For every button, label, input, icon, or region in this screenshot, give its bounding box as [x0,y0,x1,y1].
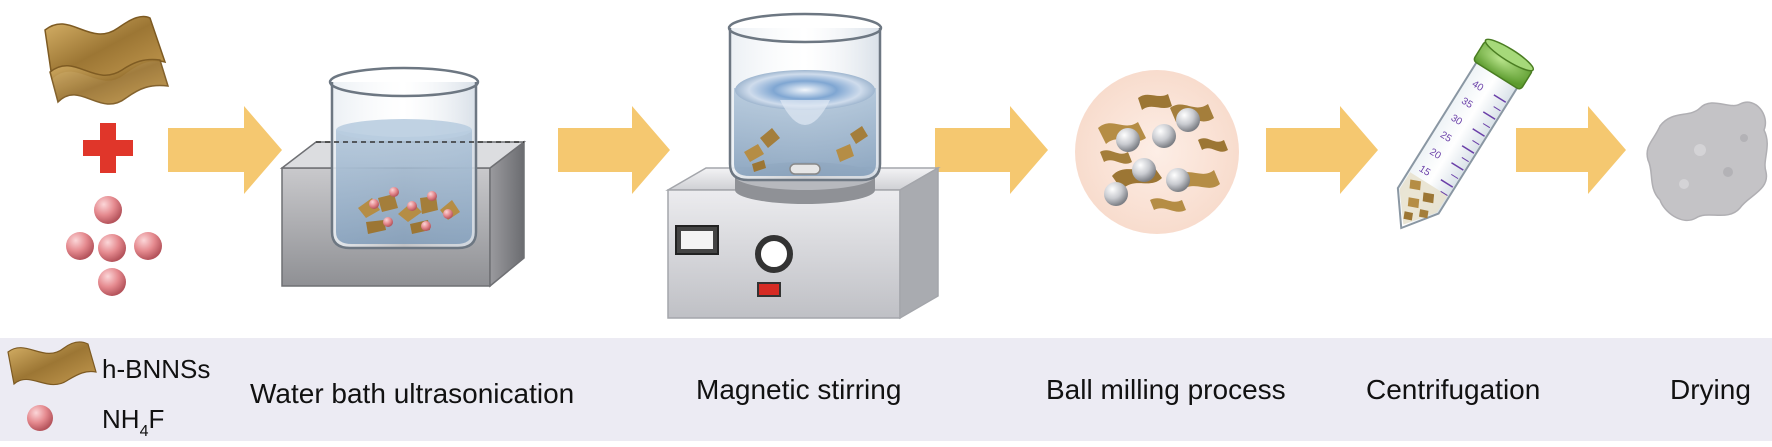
arrow-right-icon [935,106,1048,194]
tube-minor-tick [1440,190,1448,197]
dried-powder-icon [1646,101,1768,221]
legend-bnns-icon [7,341,97,386]
nh4f-main: NH [102,404,140,434]
legend-band [0,338,1772,441]
tube-minor-tick [1472,140,1480,146]
legend-nh4f-icon [27,405,53,431]
tube-tick [1493,94,1507,103]
legend-label-nh4f: NH4F [102,404,165,440]
arrow-right-icon [168,106,282,194]
nh4f-tail: F [148,404,165,434]
legend-label-bnns: h-BNNSs [102,354,211,384]
tube-tick [1461,145,1475,154]
ultrasonic-bath-icon [279,66,527,288]
arrow-right-icon [1516,106,1626,194]
tube-tick [1440,179,1454,188]
tube-minor-tick [1451,173,1459,180]
step-label-ultrasonication: Water bath ultrasonication [250,378,575,409]
tube-minor-tick [1482,123,1491,129]
nh4f-subscript: 4 [139,423,149,440]
tube-minor-tick [1461,156,1469,163]
tube-tick [1472,128,1485,137]
tube-tick [1482,111,1496,120]
plus-icon [83,123,133,173]
step-label-drying: Drying [1670,374,1751,405]
tube-minor-tick [1493,106,1501,112]
nh4f-spheres-icon [66,196,162,296]
tube-tick [1451,162,1464,171]
ball-milling-icon [1075,70,1239,234]
magnetic-stirrer-icon [665,12,941,320]
step-label-centrifugation: Centrifugation [1366,374,1541,405]
arrow-right-icon [1266,106,1378,194]
bnns-sheet-icon [44,15,170,105]
step-label-ball-milling: Ball milling process [1046,374,1286,405]
arrow-right-icon [558,106,670,194]
step-label-stirring: Magnetic stirring [696,374,902,405]
